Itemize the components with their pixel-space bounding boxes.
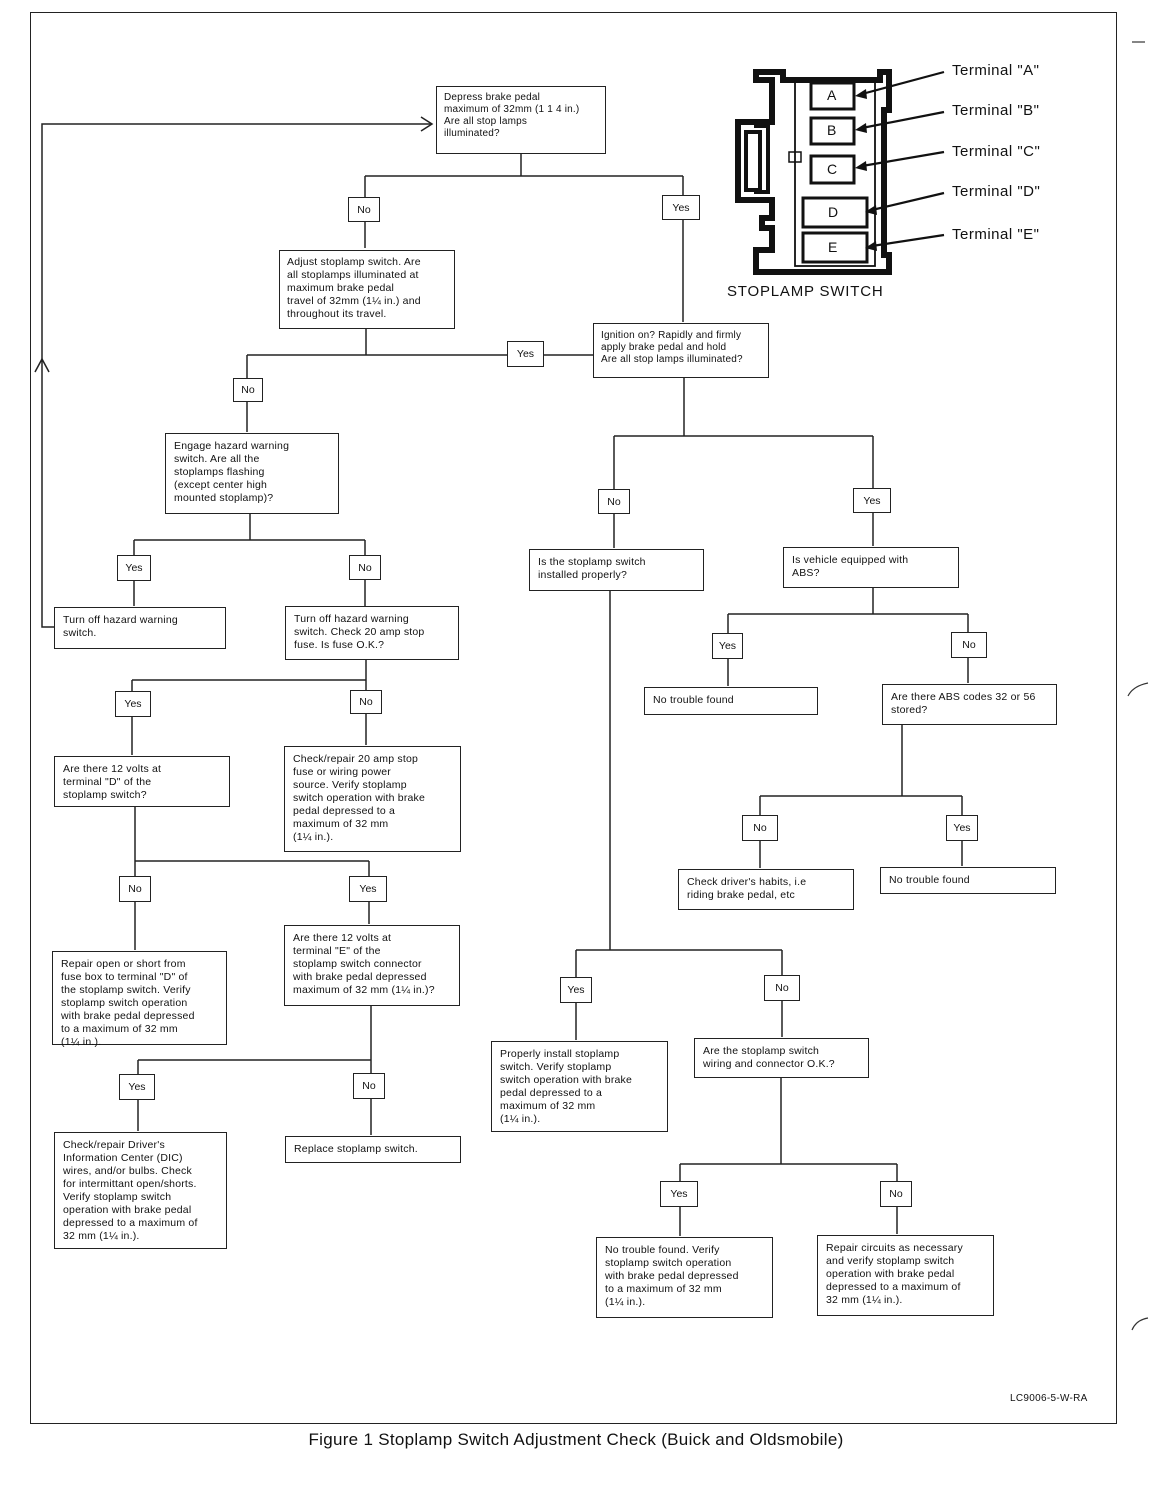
step-depress-brake-pedal: Depress brake pedal maximum of 32mm (1 1…	[436, 86, 606, 154]
branch-label-no: Yes	[946, 815, 978, 841]
terminal-letter-c: C	[827, 161, 838, 177]
branch-label-no: No	[348, 197, 380, 222]
terminal-a-label: Terminal "A"	[952, 62, 1040, 79]
branch-label-yes: No	[742, 815, 778, 841]
step-ignition-check: Ignition on? Rapidly and firmly apply br…	[593, 323, 769, 378]
step-no-trouble-found-2: No trouble found	[880, 867, 1056, 894]
stoplamp-switch-title: STOPLAMP SWITCH	[727, 283, 884, 300]
margin-marks	[1127, 41, 1149, 1331]
step-adjust-stoplamp-switch: Adjust stoplamp switch. Are all stoplamp…	[279, 250, 455, 329]
figure-code: LC9006-5-W-RA	[1010, 1393, 1088, 1404]
branch-label-no: No	[119, 876, 151, 902]
terminal-letter-a: A	[827, 87, 837, 103]
figure-caption: Figure 1 Stoplamp Switch Adjustment Chec…	[308, 1430, 844, 1449]
terminal-c-label: Terminal "C"	[952, 143, 1041, 160]
terminal-letter-e: E	[828, 239, 838, 255]
figure-frame	[30, 12, 1117, 1424]
step-12-volts-terminal-d: Are there 12 volts at terminal "D" of th…	[54, 756, 230, 807]
branch-label-no: No	[233, 378, 263, 402]
branch-label-yes: Yes	[117, 555, 151, 581]
step-check-driver-habits: Check driver's habits, i.e riding brake …	[678, 869, 854, 910]
branch-label-no: No	[353, 1073, 385, 1099]
terminal-letter-b: B	[827, 122, 837, 138]
step-properly-install-switch: Properly install stoplamp switch. Verify…	[491, 1041, 668, 1132]
branch-label-yes: Yes	[853, 488, 891, 513]
branch-label-no: No	[598, 489, 630, 514]
branch-label-yes: Yes	[119, 1074, 155, 1100]
step-12-volts-terminal-e: Are there 12 volts at terminal "E" of th…	[284, 925, 460, 1006]
branch-label-yes: Yes	[115, 691, 151, 717]
step-wiring-connector-ok: Are the stoplamp switch wiring and conne…	[694, 1038, 869, 1078]
step-no-trouble-verify: No trouble found. Verify stoplamp switch…	[596, 1237, 773, 1318]
branch-label-no: No	[880, 1181, 912, 1207]
branch-label-yes: No	[951, 632, 987, 658]
step-check-repair-fuse: Check/repair 20 amp stop fuse or wiring …	[284, 746, 461, 852]
step-engage-hazard: Engage hazard warning switch. Are all th…	[165, 433, 339, 514]
branch-label-yes: Yes	[349, 876, 387, 902]
branch-label-yes: Yes	[662, 195, 700, 220]
stoplamp-switch-drawing	[735, 69, 945, 275]
step-abs-equipped: Is vehicle equipped with ABS?	[783, 547, 959, 588]
branch-label-no: No	[350, 690, 382, 714]
branch-label-yes: Yes	[660, 1181, 698, 1207]
step-switch-installed-properly: Is the stoplamp switch installed properl…	[529, 549, 704, 591]
terminal-d-label: Terminal "D"	[952, 183, 1041, 200]
step-replace-switch: Replace stoplamp switch.	[285, 1136, 461, 1163]
branch-label-no: Yes	[712, 633, 743, 659]
terminal-b-label: Terminal "B"	[952, 102, 1040, 119]
step-no-trouble-found-1: No trouble found	[644, 687, 818, 715]
terminal-letter-d: D	[828, 204, 839, 220]
branch-label-no: No	[349, 555, 381, 580]
step-turn-off-hazard: Turn off hazard warning switch.	[54, 607, 226, 649]
branch-label-no: Yes	[560, 977, 592, 1003]
step-check-dic: Check/repair Driver's Information Center…	[54, 1132, 227, 1249]
step-repair-open-short: Repair open or short from fuse box to te…	[52, 951, 227, 1048]
terminal-e-label: Terminal "E"	[952, 226, 1040, 243]
branch-label-yes: No	[764, 975, 800, 1001]
step-abs-codes: Are there ABS codes 32 or 56 stored?	[882, 684, 1057, 725]
branch-label-yes: Yes	[507, 341, 544, 367]
step-repair-circuits: Repair circuits as necessary and verify …	[817, 1235, 994, 1316]
step-turn-off-check-fuse: Turn off hazard warning switch. Check 20…	[285, 606, 459, 660]
